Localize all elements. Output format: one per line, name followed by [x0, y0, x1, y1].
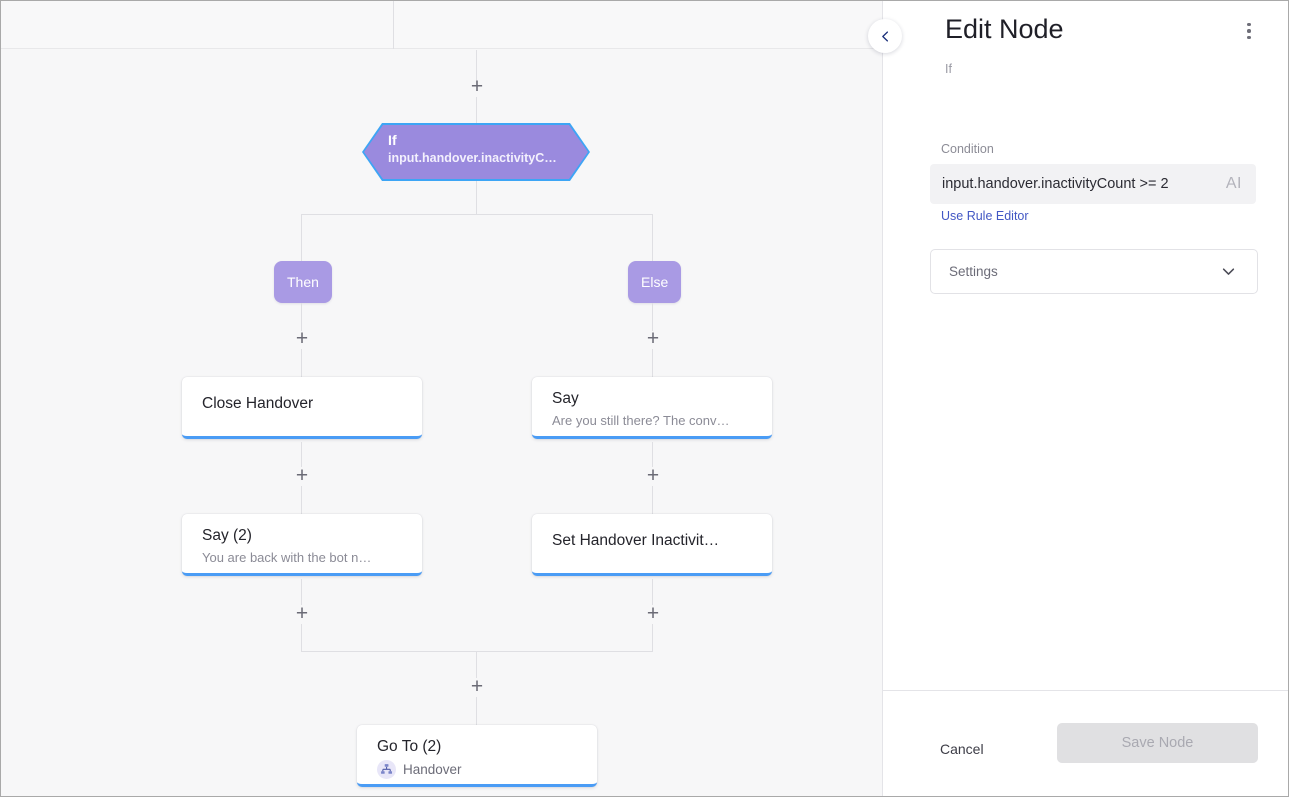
collapse-panel-button[interactable] [868, 19, 902, 53]
ai-icon[interactable]: AI [1225, 175, 1242, 192]
condition-input[interactable]: input.handover.inactivityCount >= 2 AI [930, 164, 1256, 204]
condition-label: Condition [941, 142, 994, 156]
connector-line [301, 624, 302, 651]
node-set-handover-inactivity-title: Set Handover Inactivit… [552, 532, 720, 549]
node-say-else-title: Say [552, 390, 579, 407]
kebab-menu-icon[interactable] [1238, 19, 1260, 43]
connector-line [652, 214, 653, 261]
connector-line [301, 214, 302, 261]
connector-line [301, 214, 653, 215]
canvas-topbar [1, 1, 882, 49]
node-say-then-subtitle: You are back with the bot n… [202, 550, 372, 565]
connector-line [652, 486, 653, 514]
node-go-to-title: Go To (2) [377, 738, 442, 755]
node-go-to-subtitle-row: Handover [377, 760, 577, 779]
panel-title: Edit Node [945, 14, 1064, 44]
cancel-button[interactable]: Cancel [940, 741, 984, 757]
connector-line [301, 579, 302, 605]
connector-line [301, 349, 302, 377]
connector-line [476, 97, 477, 123]
node-if-text: If input.handover.inactivityC… [388, 131, 568, 167]
add-node-button-merge[interactable] [468, 678, 486, 696]
add-node-button-then-3[interactable] [293, 605, 311, 623]
node-go-to[interactable]: Go To (2) Handover [357, 725, 597, 787]
node-if-subtitle: input.handover.inactivityC… [388, 151, 557, 165]
settings-label: Settings [949, 263, 998, 279]
connector-line [476, 697, 477, 725]
add-node-button-then-2[interactable] [293, 467, 311, 485]
add-node-button-else-1[interactable] [644, 330, 662, 348]
node-if-title: If [388, 132, 397, 148]
connector-line [652, 303, 653, 331]
use-rule-editor-link[interactable]: Use Rule Editor [941, 209, 1029, 223]
connector-line [476, 651, 477, 678]
connector-line [476, 50, 477, 86]
node-say-else[interactable]: Say Are you still there? The conv… [532, 377, 772, 439]
branch-badge-else[interactable]: Else [628, 261, 682, 303]
add-node-button-else-2[interactable] [644, 467, 662, 485]
panel-node-type: If [945, 62, 952, 76]
flow-canvas[interactable]: If input.handover.inactivityC… Then Else… [1, 1, 882, 796]
connector-line [652, 579, 653, 605]
branch-badge-then[interactable]: Then [274, 261, 332, 303]
connector-line [652, 624, 653, 651]
connector-line [393, 1, 394, 49]
connector-line [652, 349, 653, 377]
connector-line [652, 442, 653, 467]
node-close-handover-title: Close Handover [202, 395, 314, 412]
add-node-button-then-1[interactable] [293, 330, 311, 348]
connector-line [301, 486, 302, 514]
node-say-then[interactable]: Say (2) You are back with the bot n… [182, 514, 422, 576]
add-node-button-else-3[interactable] [644, 605, 662, 623]
node-say-then-title: Say (2) [202, 527, 252, 544]
connector-line [301, 442, 302, 467]
add-node-button-top[interactable] [468, 78, 486, 96]
node-if-body [364, 125, 588, 179]
save-node-button[interactable]: Save Node [1057, 723, 1258, 763]
connector-line [301, 303, 302, 331]
edit-node-panel: Edit Node If Condition input.handover.in… [882, 1, 1288, 796]
node-close-handover[interactable]: Close Handover [182, 377, 422, 439]
panel-header: Edit Node If [883, 1, 1288, 91]
sitemap-icon [377, 760, 396, 779]
panel-footer: Cancel Save Node [883, 690, 1288, 796]
connector-line [301, 651, 653, 652]
condition-value: input.handover.inactivityCount >= 2 [942, 176, 1169, 192]
node-say-else-subtitle: Are you still there? The conv… [552, 413, 730, 428]
chevron-down-icon [1222, 268, 1235, 275]
node-go-to-subtitle: Handover [403, 762, 462, 777]
connector-line [476, 181, 477, 214]
settings-accordion[interactable]: Settings [930, 249, 1258, 294]
node-if[interactable]: If input.handover.inactivityC… [362, 123, 590, 181]
node-set-handover-inactivity[interactable]: Set Handover Inactivit… [532, 514, 772, 576]
chevron-left-icon [881, 30, 888, 42]
